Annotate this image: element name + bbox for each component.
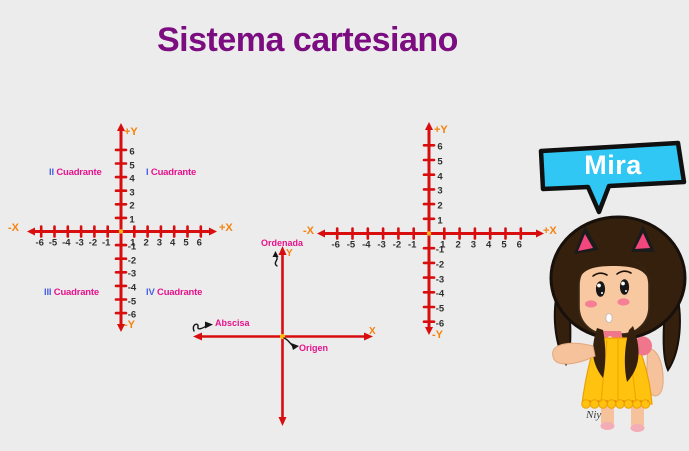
left-plane-pos-x-label: +X [219,222,233,234]
abscisa-label: Abscisa [215,318,250,328]
mini-y-arrow-down [278,417,287,426]
left-plane-neg-y-label: -Y [124,319,135,331]
mini-x-arrow-right [364,332,373,341]
right-plane-pos-y-label: +Y [434,124,448,136]
left-plane-pos-y-label: +Y [124,126,138,138]
eyebrow-right [616,270,632,275]
speech-bubble-shape [538,140,687,215]
leg-right [631,402,644,430]
speech-bubble [538,140,687,215]
y-axis-arrow-up [117,123,125,131]
sleeve-right [634,336,652,356]
right-plane-neg-y-label: -Y [432,329,443,341]
arm-right [646,347,664,397]
y-axis-arrow-down [117,324,125,332]
hair-strand-right [624,326,639,382]
right-plane-pos-x-label: +X [543,225,557,237]
quadrant-label-i: I Cuadrante [146,167,197,178]
x-axis-arrow-right [536,229,544,238]
girl-character [549,215,687,432]
artist-signature: Niy [586,409,602,421]
blush-right [617,298,630,306]
mini-y-label: Y [286,248,293,259]
quadrant-label-ii: II Cuadrante [49,167,102,178]
ordenada-label: Ordenada [261,238,304,248]
origin-dot [118,229,124,234]
shoe-right [630,424,645,432]
right-plane-axes [317,122,544,335]
origen-label: Origen [299,343,329,353]
arm-left [552,342,596,365]
x-axis-arrow-left [317,229,325,238]
speech-bubble-text: Mira [584,150,642,180]
left-plane-neg-x-label: -X [8,222,19,234]
hair-strand-left [592,328,606,378]
eyebrow-left [592,272,608,277]
blush-left [585,300,597,308]
mini-y-arrow-up [278,246,287,255]
y-axis-arrow-down [425,327,433,335]
mouth [605,313,613,323]
mini-x-label: X [369,326,376,337]
quadrant-label-iii: III Cuadrante [44,287,99,298]
dress-scallop-hem [581,399,651,409]
girl-illustration [549,215,687,432]
ordenada-squiggle-arrow [274,255,278,267]
quadrant-label-iv: IV Cuadrante [146,287,203,298]
eye-right [619,279,630,295]
bangs [577,256,651,296]
eye-left [595,281,606,297]
abscisa-squiggle-arrow [192,323,207,332]
shoe-left [600,422,615,430]
left-plane-axes [27,123,217,332]
x-axis-arrow-left [27,227,35,236]
mini-axes [192,246,373,426]
origin-dot [426,231,432,236]
mini-x-arrow-left [193,332,202,341]
page-title: Sistema cartesiano [157,21,458,59]
right-plane-neg-x-label: -X [303,225,314,237]
y-axis-arrow-up [425,122,433,130]
x-axis-arrow-right [209,227,217,236]
